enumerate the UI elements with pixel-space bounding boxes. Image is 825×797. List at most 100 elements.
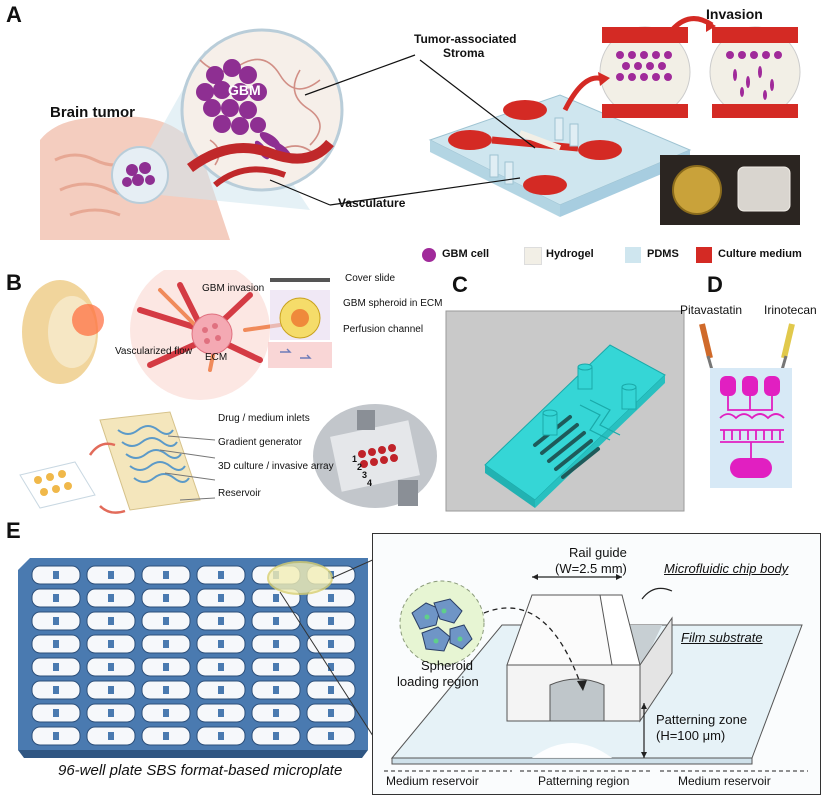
plate-well-channel [108,686,114,694]
plate-well-channel [218,594,224,602]
label-irinotecan: Irinotecan [764,303,817,317]
photo-number-2: 2 [357,462,363,472]
label-rail-width: (W=2.5 mm) [555,561,627,576]
plate-well-channel [108,571,114,579]
plate-well-channel [163,709,169,717]
label-cover-slide: Cover slide [345,273,396,284]
plate-well-channel [218,686,224,694]
legend: GBM cell Hydrogel PDMS Culture medium [420,244,820,266]
plate-well-channel [328,663,334,671]
label-rail-guide: Rail guide [569,545,627,560]
label-gbm-invasion: GBM invasion [202,283,265,294]
plate-well-channel [108,663,114,671]
plate-well-channel [273,663,279,671]
panel-label-d: D [707,272,723,297]
plate-well-channel [218,640,224,648]
plate-well-channel [53,663,59,671]
legend-label-hydrogel: Hydrogel [546,248,594,260]
label-invasion: Invasion [706,6,763,22]
plate-well-channel [328,640,334,648]
plate-well-channel [108,617,114,625]
label-chip-body: Microfluidic chip body [664,561,789,576]
panel-label-a: A [6,2,22,27]
panel-b-illustration [19,270,437,514]
legend-swatch-pdms [625,247,641,263]
label-plate-caption: 96-well plate SBS format-based microplat… [58,762,343,779]
plate-well-channel [273,732,279,740]
photo-number-1: 1 [352,454,358,464]
label-patterning-height: (H=100 μm) [656,728,726,743]
label-perfusion-channel: Perfusion channel [343,324,424,335]
label-stroma-line2: Stroma [443,46,485,60]
panel-d-chip-schematic [699,323,795,488]
plate-well-channel [218,617,224,625]
plate-well-channel [328,709,334,717]
plate-well-channel [108,709,114,717]
panel-c-chip-render [445,310,685,512]
plate-well-channel [108,640,114,648]
plate-well-channel [218,571,224,579]
panel-e-microplate [18,556,380,758]
label-vascularized-flow: Vascularized flow [115,346,193,357]
plate-well-channel [163,571,169,579]
label-reservoir: Reservoir [218,488,261,499]
label-gbm: GBM [228,82,261,98]
plate-well-channel [218,732,224,740]
legend-swatch-culture-medium [696,247,712,263]
plate-well-channel [108,594,114,602]
plate-well-channel [273,640,279,648]
label-brain-tumor: Brain tumor [50,104,136,121]
plate-well-channel [163,732,169,740]
label-medium-reservoir-right: Medium reservoir [678,774,771,788]
plate-well-channel [53,709,59,717]
label-ecm: ECM [205,352,228,363]
label-medium-reservoir-left: Medium reservoir [386,774,479,788]
plate-well-channel [163,594,169,602]
plate-well-channel [163,640,169,648]
plate-well-channel [273,594,279,602]
label-spheroid-in-ecm: GBM spheroid in ECM [343,298,443,309]
legend-swatch-hydrogel [524,247,542,265]
plate-well-channel [218,709,224,717]
panel-label-b: B [6,270,22,295]
plate-well-channel [53,617,59,625]
plate-well-channel [163,663,169,671]
plate-well-channel [273,686,279,694]
plate-well-channel [328,686,334,694]
label-spheroid-line1: Spheroid [421,658,474,673]
panel-e-chip-schematic [384,574,808,772]
plate-well-channel [108,732,114,740]
plate-well-channel [53,571,59,579]
legend-label-gbm-cell: GBM cell [442,248,490,260]
panel-label-c: C [452,272,468,297]
panel-a-illustration [40,16,801,240]
plate-well-channel [53,686,59,694]
plate-well-channel [218,663,224,671]
plate-well-channel [53,594,59,602]
panel-label-e: E [6,518,21,543]
plate-well-channel [163,617,169,625]
label-vasculature: Vasculature [338,196,406,210]
legend-swatch-gbm-cell [422,248,436,262]
label-patterning-region: Patterning region [538,774,630,788]
plate-well-channel [53,640,59,648]
label-spheroid-line2: loading region [397,674,479,689]
plate-well-channel [53,732,59,740]
plate-well-channel [163,686,169,694]
label-film-substrate: Film substrate [681,630,763,645]
label-drug-inlets: Drug / medium inlets [218,413,310,424]
label-stroma-line1: Tumor-associated [414,32,517,46]
plate-well-channel [273,617,279,625]
plate-well-channel [328,594,334,602]
plate-well-channel [273,709,279,717]
label-patterning-zone: Patterning zone [656,712,748,727]
label-pitavastatin: Pitavastatin [680,303,743,317]
plate-well-channel [328,617,334,625]
legend-label-pdms: PDMS [647,248,679,260]
plate-well-channel [328,732,334,740]
label-gradient-generator: Gradient generator [218,437,302,448]
label-culture-array: 3D culture / invasive array [218,461,334,472]
photo-number-3: 3 [362,470,368,480]
legend-label-culture-medium: Culture medium [718,248,802,260]
photo-number-4: 4 [367,478,373,488]
